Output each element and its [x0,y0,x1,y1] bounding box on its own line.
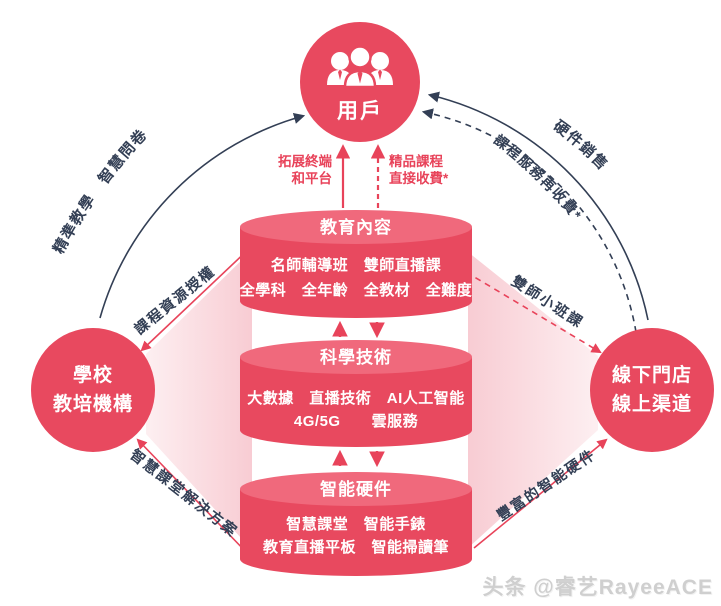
cylinder2-title: 科學技術 [320,347,392,367]
users-group-icon [327,44,393,88]
label-expand-terminals-line1: 拓展終端 [278,153,332,169]
right-arc-solid-label-text: 硬件銷售 [550,117,612,174]
label-premium-course-line2: 直接收費* [389,170,449,186]
cylinder-science-technology: 科學技術 大數據 直播技術 AI人工智能 4G/5G 雲服務 [240,340,472,447]
cylinder2-line2: 4G/5G 雲服務 [294,412,419,430]
node-channels: 線下門店 線上渠道 [590,328,714,452]
channels-label-line2: 線上渠道 [611,394,692,415]
left-beam [146,250,252,550]
cylinder1-line1: 名師輔導班 雙師直播課 [271,256,442,274]
users-label: 用戶 [337,99,383,123]
cylinder1-line2: 全學科 全年齡 全教材 全難度 [239,281,473,299]
arrow-smart-classroom-solution [136,438,249,555]
right-beam [468,252,598,548]
arc-channels-to-users-solid [427,91,649,321]
cylinder2-line1: 大數據 直播技術 AI人工智能 [247,389,465,407]
arc-channels-to-users-dashed [421,108,637,333]
label-hardware-sales: 硬件銷售 [550,117,611,174]
label-premium-course-line1: 精品課程 [389,153,443,169]
node-users: 用戶 [300,22,420,142]
node-schools: 學校 教培機構 [31,328,155,452]
cylinder3-line2: 教育直播平板 智能掃讀筆 [262,538,449,556]
cylinder1-title: 教育內容 [319,217,392,237]
cylinder3-line1: 智慧課堂 智能手錶 [286,515,426,533]
schools-label-line2: 教培機構 [52,394,133,415]
watermark-credit: 头条 @睿艺RayeeACE [482,576,713,599]
schools-label-line1: 學校 [72,364,113,386]
label-expand-terminals-line2: 和平台 [292,170,333,186]
cylinder-education-content: 教育內容 名師輔導班 雙師直播課 全學科 全年齡 全教材 全難度 [239,210,473,318]
arrow-rich-hardware [473,438,608,549]
cylinder3-title: 智能硬件 [320,479,392,499]
arrow-dual-teacher-class [465,271,602,354]
arc-schools-to-users [99,113,306,319]
arrow-course-license [140,245,253,352]
channels-label-line1: 線下門店 [611,364,692,386]
cylinder-smart-hardware: 智能硬件 智慧課堂 智能手錶 教育直播平板 智能掃讀筆 [240,472,472,576]
